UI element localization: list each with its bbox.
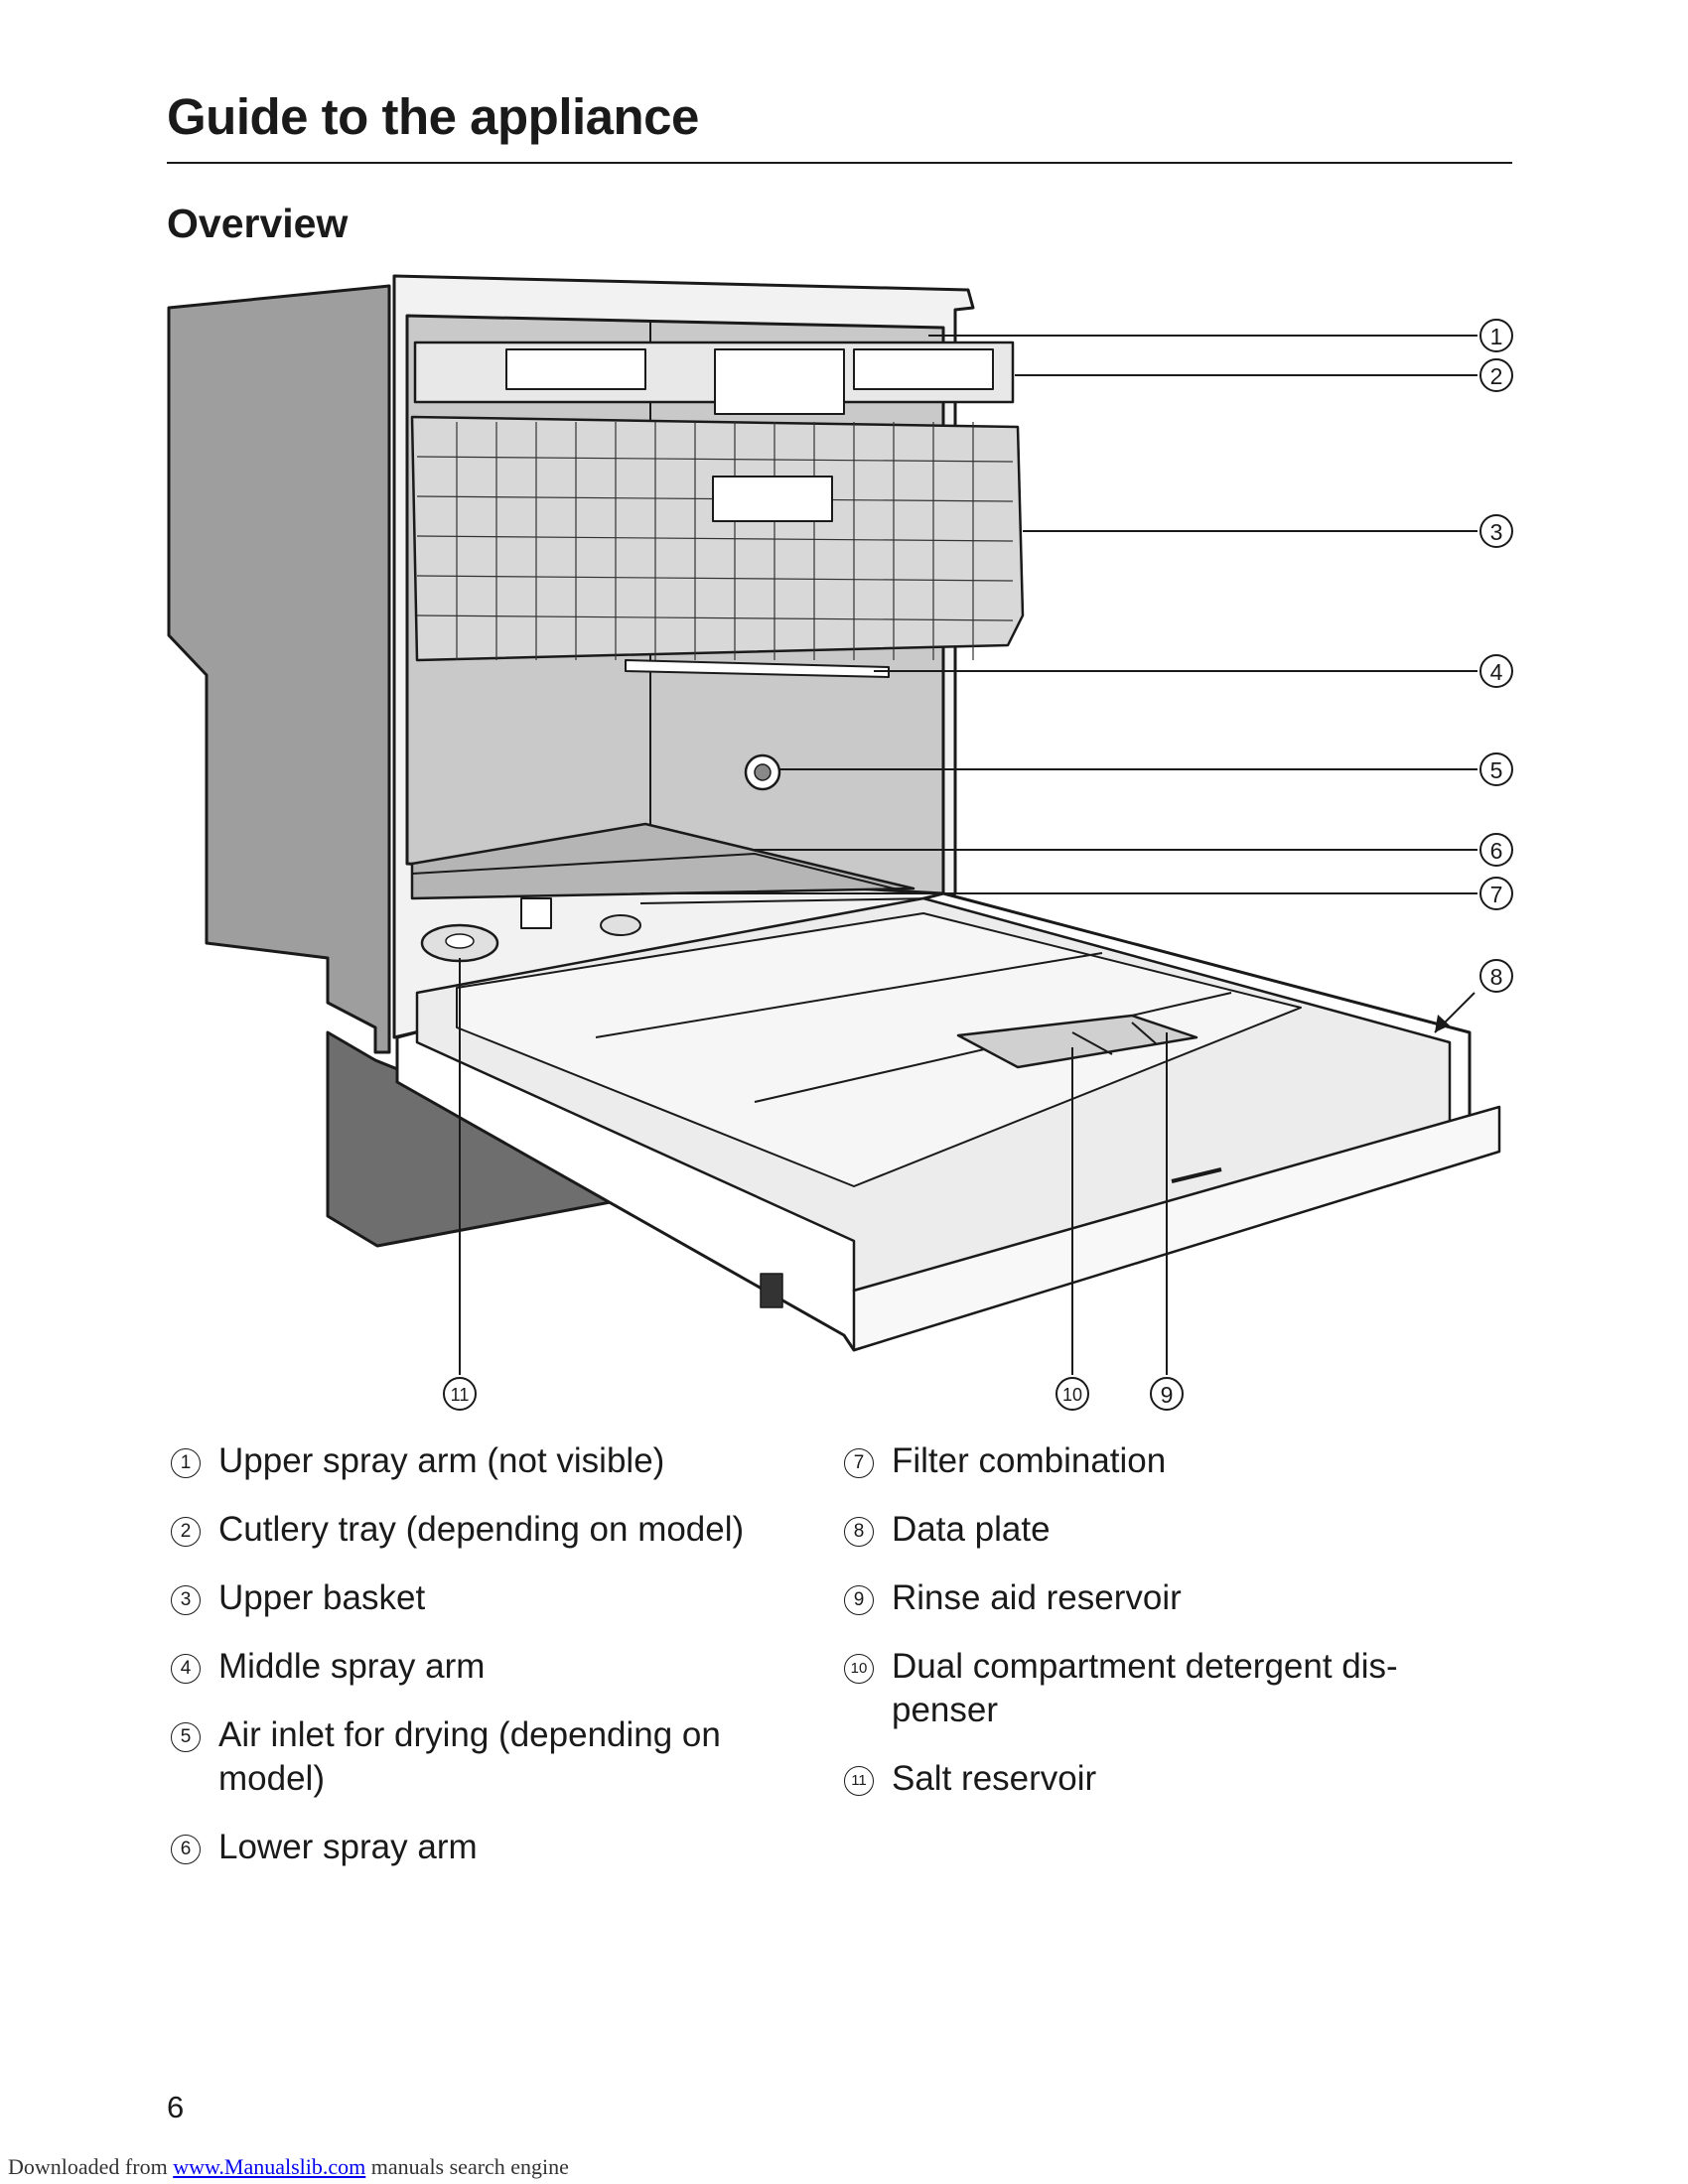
callout-3-label: 3 (1490, 519, 1503, 545)
legend-item: 4 Middle spray arm (171, 1645, 806, 1689)
legend-item: 10 Dual compartment detergent dis-penser (844, 1645, 1499, 1732)
footer-prefix: Downloaded from (8, 2154, 174, 2179)
page-number: 6 (167, 2090, 185, 2124)
legend-text: Filter combination (892, 1441, 1167, 1480)
legend-item: 1 Upper spray arm (not visible) (171, 1439, 806, 1483)
dishwasher-illustration: 1 2 3 4 5 6 7 8 9 10 11 (167, 274, 1513, 1411)
legend-item: 5 Air inlet for drying (depending on mode… (171, 1713, 806, 1801)
legend-item: 2 Cutlery tray (depending on model) (171, 1508, 806, 1552)
callout-5 (1479, 752, 1513, 786)
callout-5-label: 5 (1490, 757, 1503, 783)
legend-number: 4 (171, 1654, 201, 1684)
legend-number: 9 (844, 1585, 874, 1615)
legend-number: 3 (171, 1585, 201, 1615)
legend-number: 7 (844, 1448, 874, 1478)
callout-11 (443, 1377, 477, 1411)
dishwasher-drawing (167, 274, 1501, 1352)
callout-11-label: 11 (451, 1385, 470, 1405)
legend-right: 7 Filter combination 8 Data plate 9 Rinse a… (844, 1439, 1499, 1826)
callout-10-label: 10 (1062, 1385, 1082, 1405)
legend-text: Upper spray arm (not visible) (218, 1441, 665, 1480)
callout-10 (1055, 1377, 1089, 1411)
legend-text: Lower spray arm (218, 1828, 478, 1866)
callout-4 (1479, 654, 1513, 688)
callout-2-label: 2 (1490, 363, 1503, 389)
manualslib-link[interactable]: www.Manualslib.com (173, 2154, 366, 2179)
download-footer: Downloaded from www.Manualslib.com manua… (8, 2154, 569, 2180)
callout-7 (1479, 877, 1513, 910)
legend-text: Middle spray arm (218, 1647, 486, 1686)
legend-number: 8 (844, 1517, 874, 1547)
callout-8-label: 8 (1490, 964, 1503, 990)
legend-number: 2 (171, 1517, 201, 1547)
legend-left: 1 Upper spray arm (not visible) 2 Cutlery … (171, 1439, 806, 1894)
callout-7-label: 7 (1490, 882, 1503, 907)
legend-number: 5 (171, 1722, 201, 1752)
title-divider (167, 162, 1512, 164)
callout-2 (1479, 358, 1513, 392)
legend-text: Air inlet for drying (depending on model… (218, 1715, 721, 1798)
legend-text: Dual compartment detergent dis-penser (892, 1647, 1398, 1729)
callout-8 (1479, 959, 1513, 993)
section-title: Overview (167, 201, 349, 246)
legend-item: 8 Data plate (844, 1508, 1499, 1552)
legend-item: 6 Lower spray arm (171, 1826, 806, 1869)
legend-text: Salt reservoir (892, 1759, 1097, 1798)
legend-number: 6 (171, 1835, 201, 1864)
callout-6-label: 6 (1490, 838, 1503, 864)
callout-6 (1479, 833, 1513, 867)
legend-item: 7 Filter combination (844, 1439, 1499, 1483)
legend-text: Data plate (892, 1510, 1051, 1549)
callout-4-label: 4 (1490, 659, 1503, 685)
legend-text: Cutlery tray (depending on model) (218, 1510, 745, 1549)
legend-number: 1 (171, 1448, 201, 1478)
legend-number: 10 (844, 1654, 874, 1684)
footer-suffix: manuals search engine (365, 2154, 569, 2179)
callout-1 (1479, 319, 1513, 352)
legend-text: Upper basket (218, 1578, 426, 1617)
callout-lines (459, 335, 1477, 1375)
callout-9-label: 9 (1161, 1382, 1174, 1408)
legend-item: 11 Salt reservoir (844, 1757, 1499, 1801)
legend-number: 11 (844, 1766, 874, 1796)
legend-item: 3 Upper basket (171, 1576, 806, 1620)
callout-1-label: 1 (1490, 324, 1503, 349)
page-title: Guide to the appliance (167, 88, 699, 145)
callout-markers (443, 319, 1513, 1411)
callout-9 (1150, 1377, 1184, 1411)
legend-item: 9 Rinse aid reservoir (844, 1576, 1499, 1620)
callout-3 (1479, 514, 1513, 548)
legend-text: Rinse aid reservoir (892, 1578, 1182, 1617)
